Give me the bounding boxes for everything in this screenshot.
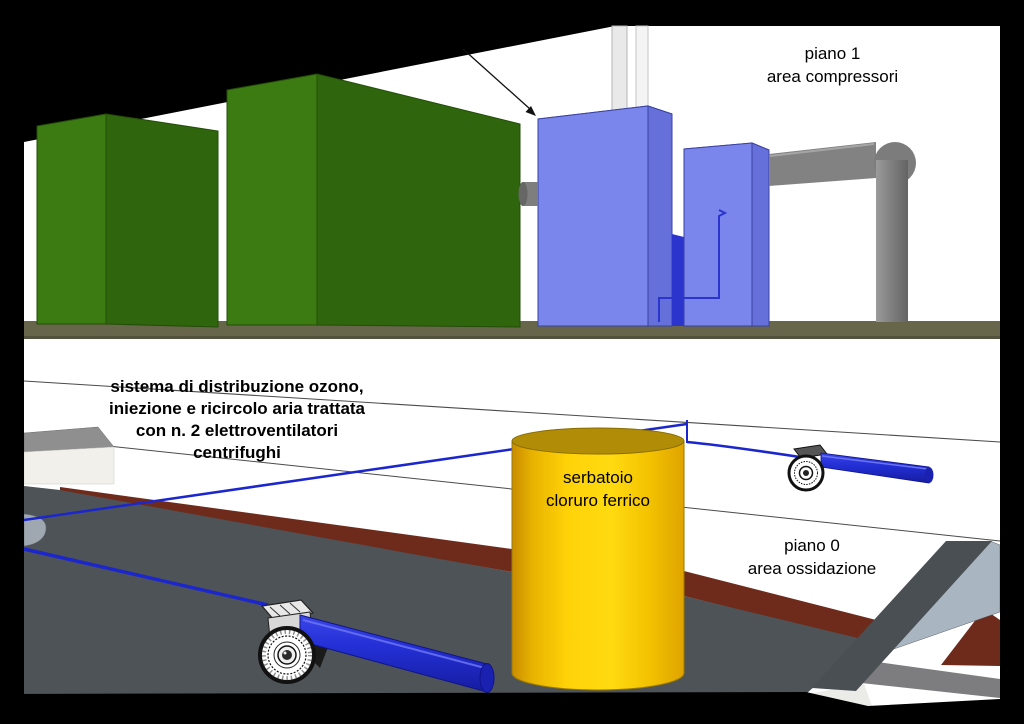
baseboard-strip-right [941,609,1000,666]
system-note: sistema di distribuzione ozono, iniezion… [57,376,417,464]
compressor-unit-1 [537,105,673,327]
floor0-label-line2: area ossidazione [747,559,877,578]
system-note-line2: iniezione e ricircolo aria trattata [108,399,366,418]
floor0-label: piano 0 area ossidazione [687,534,937,580]
floor1-label-line1: piano 1 [804,44,861,63]
system-note-line4: centrifughi [193,443,281,462]
baseboard-strip [60,487,884,646]
compressed-air-piping [518,142,916,322]
ozone-generator-unit-2 [226,73,521,328]
tank-label-line1: serbatoio [563,468,633,487]
floor0-label-line1: piano 0 [784,536,840,555]
compressor-unit-2 [658,142,770,327]
ferric-chloride-tank [511,427,685,691]
ceiling-void [0,0,1024,142]
tank-label: serbatoio cloruro ferrico [512,466,684,512]
compressor-gap-shadow [672,234,684,326]
plinth-strip [852,659,1000,698]
floor1-label: piano 1 area compressori [705,42,960,88]
ozone-line-to-left-fan [23,547,269,607]
leader-arrow [462,48,536,116]
ozone-generator-unit-1 [36,113,219,328]
floor1-label-line2: area compressori [766,67,899,86]
system-note-line3: con n. 2 elettroventilatori [135,421,339,440]
compressor-panel-line [658,209,728,322]
tank-label-line2: cloruro ferrico [546,491,650,510]
system-note-line1: sistema di distribuzione ozono, [110,377,364,396]
centrifugal-fan-left [258,599,495,693]
centrifugal-fan-right [787,444,934,492]
riser-column [611,25,649,113]
ozone-line-to-right-fan [686,440,801,459]
